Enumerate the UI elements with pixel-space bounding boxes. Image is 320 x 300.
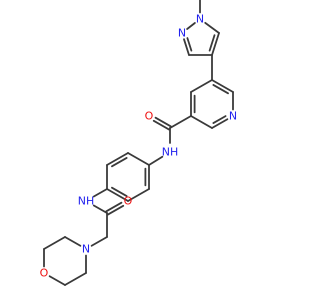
atom-nm: N — [82, 243, 90, 256]
atom-o2: O — [124, 195, 133, 208]
atom-o1: O — [145, 110, 154, 123]
bond-c4p-c5p — [211, 32, 220, 56]
atom-om: O — [40, 267, 49, 280]
bond-b3-b4 — [106, 188, 129, 202]
bond-b4-nh2 — [92, 188, 108, 198]
atom-label-nh1: NH — [162, 146, 179, 159]
atom-label-n1: N — [196, 13, 204, 26]
bond-pyN-py2 — [211, 118, 229, 129]
bond-m3-m4 — [64, 272, 87, 286]
bond-c4p-c5p-inner — [208, 34, 216, 52]
bond-om-m3 — [48, 275, 66, 286]
bond-nh2-c2 — [92, 204, 108, 214]
atom-nh2: NH — [78, 195, 95, 208]
bond-b5-b6-inner — [111, 157, 128, 168]
bond-c5p-n1 — [204, 21, 220, 34]
atom-label-nh2: NH — [78, 195, 95, 208]
bond-b5-b6 — [106, 152, 129, 166]
bond-c2-o2-second — [106, 204, 125, 216]
bond-b2-b3 — [127, 188, 150, 202]
bonds-layer — [43, 0, 234, 286]
bond-n1-n2 — [186, 22, 196, 30]
atom-n2: N — [178, 27, 186, 40]
bond-n2-c3p — [183, 38, 190, 56]
atom-pyN: N — [229, 110, 237, 123]
bond-py3-co — [169, 115, 192, 129]
atom-label-n2: N — [178, 27, 186, 40]
atom-label-o2: O — [124, 195, 133, 208]
atom-n1: N — [196, 13, 204, 26]
bond-co-o1 — [152, 119, 171, 131]
atom-label-o1: O — [145, 110, 154, 123]
bond-py2-py3 — [190, 115, 213, 129]
bond-ch2-nm — [90, 236, 108, 247]
atom-nh1: NH — [162, 146, 179, 159]
bond-n2-c3p-inner — [186, 37, 193, 52]
bond-nh1-b1 — [148, 155, 164, 166]
bond-py5-py6-inner — [212, 84, 229, 95]
bond-nm-m1 — [64, 236, 82, 247]
bond-py5-py6 — [211, 79, 234, 93]
atom-label-om: O — [40, 267, 49, 280]
bond-c2-o2 — [105, 201, 123, 213]
bond-b3-b4-inner — [111, 186, 128, 197]
bond-co-o1-second — [154, 116, 172, 128]
atom-label-nm: N — [82, 243, 90, 256]
bond-b6-b1 — [127, 152, 150, 166]
atom-label-pyN: N — [229, 110, 237, 123]
bond-pyN-py2-inner — [212, 115, 227, 124]
bond-m1-m2 — [43, 236, 66, 250]
bond-py4-py5 — [190, 79, 213, 93]
